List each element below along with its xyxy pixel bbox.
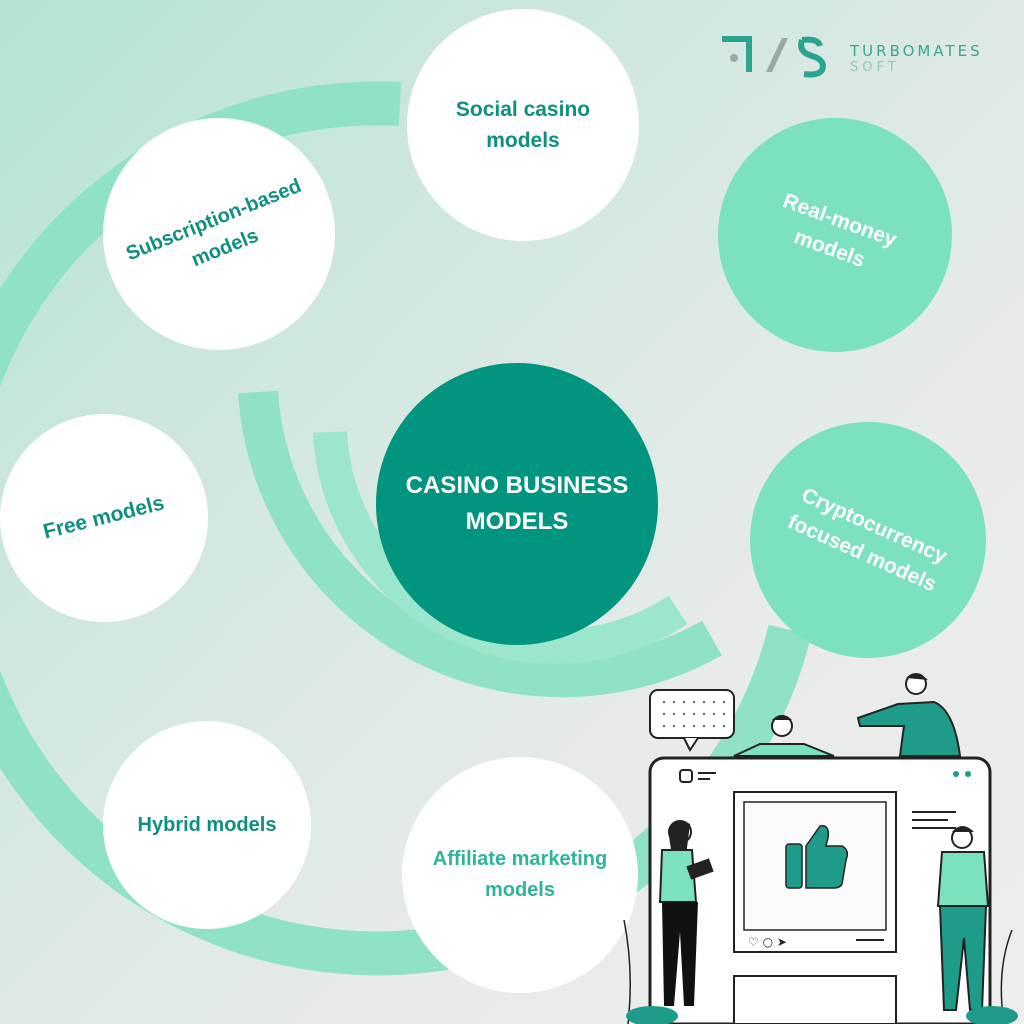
node-subscription-label: Subscription-based models <box>122 174 305 272</box>
node-cryptocurrency-label: Cryptocurrency focused models <box>784 483 951 597</box>
node-free: Free models <box>0 414 208 622</box>
node-real-money-label: Real-money models <box>780 189 901 273</box>
logo-brand-text: TURBOMATES <box>850 42 983 60</box>
tms-monogram-icon <box>722 36 826 78</box>
middle-arc <box>238 390 722 698</box>
node-cryptocurrency: Cryptocurrency focused models <box>750 422 986 658</box>
node-real-money: Real-money models <box>718 118 952 352</box>
node-free-label: Free models <box>41 491 167 544</box>
node-affiliate: Affiliate marketing models <box>402 757 638 993</box>
node-subscription: Subscription-based models <box>103 118 335 350</box>
node-hybrid-label: Hybrid models <box>137 813 277 836</box>
turbomates-logo: TURBOMATES SOFT <box>722 32 982 80</box>
svg-text:♡ ○ ➤: ♡ ○ ➤ <box>748 935 787 949</box>
center-node: CASINO BUSINESS MODELS <box>376 363 658 645</box>
node-affiliate-label: Affiliate marketing models <box>432 848 608 901</box>
node-hybrid: Hybrid models <box>103 721 311 929</box>
node-social-casino: Social casino models <box>407 9 639 241</box>
node-social-casino-label: Social casino models <box>455 98 591 152</box>
center-title: CASINO BUSINESS MODELS <box>405 472 629 535</box>
logo-sub-text: SOFT <box>850 60 900 75</box>
social-media-like-illustration-icon: ♡ ○ ➤ <box>623 673 1018 1024</box>
